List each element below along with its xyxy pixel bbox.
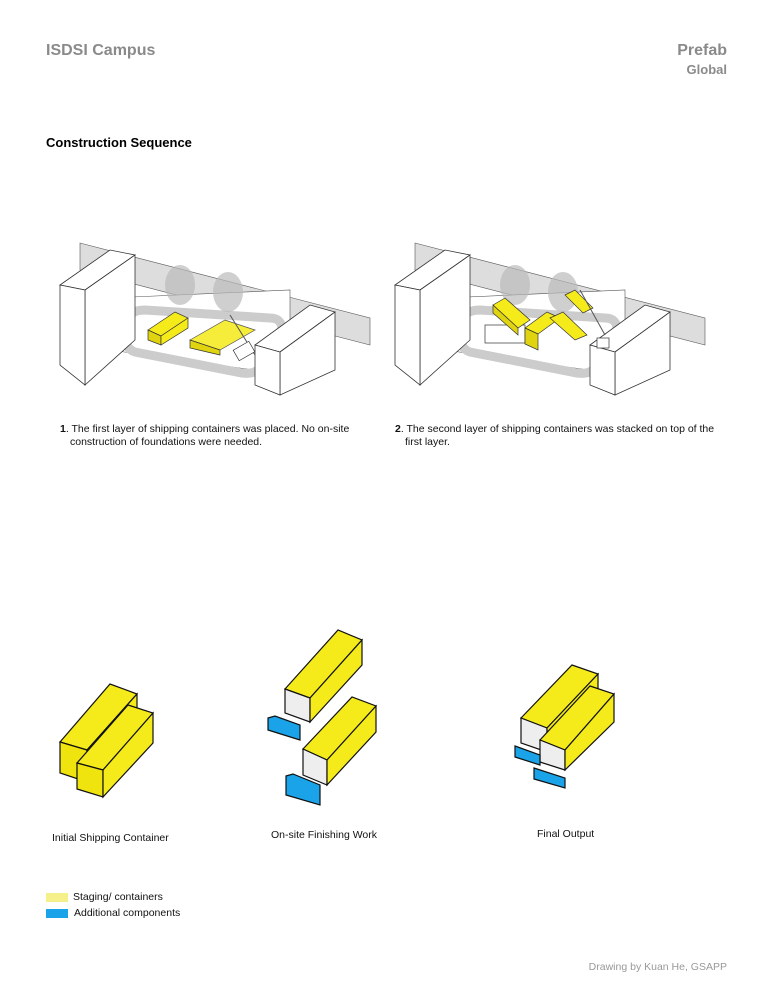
- section-title: Construction Sequence: [46, 135, 192, 150]
- stage-label-final: Final Output: [537, 828, 595, 840]
- step-2-text: . The second layer of shipping container…: [400, 423, 715, 448]
- finishing-work-diagram: [267, 629, 378, 806]
- initial-container-diagram: [58, 683, 155, 799]
- step-1-number: 1: [60, 423, 66, 435]
- step-1-text: . The first layer of shipping containers…: [65, 423, 350, 448]
- final-output-diagram: [514, 664, 616, 789]
- step-2-caption: 2. The second layer of shipping containe…: [395, 423, 725, 449]
- project-title: ISDSI Campus: [46, 42, 156, 59]
- subcategory-title: Global: [686, 62, 727, 77]
- stage-label-finishing: On-site Finishing Work: [271, 829, 378, 841]
- step-2-number: 2: [395, 423, 401, 435]
- legend-swatch-staging: [46, 893, 68, 902]
- site-plan-2: [394, 242, 706, 396]
- legend-label-components: Additional components: [74, 907, 181, 919]
- step-1-caption: 1. The first layer of shipping container…: [60, 423, 370, 449]
- stage-label-initial: Initial Shipping Container: [52, 832, 169, 844]
- site-plan-1: [59, 242, 371, 396]
- credit: Drawing by Kuan He, GSAPP: [588, 961, 727, 973]
- legend-swatch-components: [46, 909, 68, 918]
- legend-label-staging: Staging/ containers: [73, 891, 163, 903]
- category-title: Prefab: [677, 42, 727, 59]
